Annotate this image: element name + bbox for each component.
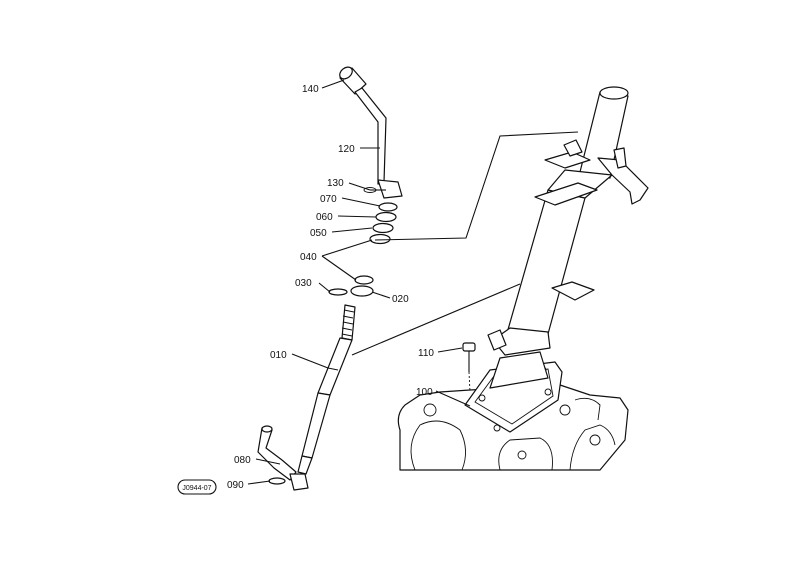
label-100: 100 (416, 387, 433, 398)
assembly-lines (351, 131, 579, 356)
label-070: 070 (320, 194, 337, 205)
label-050: 050 (310, 228, 327, 239)
label-010: 010 (270, 350, 287, 361)
lower-washer-stack (328, 275, 374, 297)
label-110: 110 (418, 348, 434, 359)
leader-lines (247, 79, 471, 485)
label-060: 060 (316, 212, 333, 223)
upper-shift-lever (339, 66, 403, 199)
label-080: 080 (234, 455, 251, 466)
drawing-ref-badge: J0944-07 (177, 479, 217, 495)
label-120: 120 (338, 144, 355, 155)
label-020: 020 (392, 294, 409, 305)
label-040: 040 (300, 252, 317, 263)
label-090: 090 (227, 480, 244, 491)
label-140: 140 (302, 84, 319, 95)
drawing-ref: J0944-07 (182, 485, 211, 492)
shift-tower (487, 86, 649, 389)
washer-stack (369, 202, 398, 245)
part-labels: 140 120 130 070 060 050 040 030 020 010 … (227, 84, 434, 491)
bolt (462, 342, 476, 393)
label-030: 030 (295, 278, 312, 289)
shift-rod (297, 304, 356, 475)
label-130: 130 (327, 178, 344, 189)
lower-shift-lever (257, 425, 309, 491)
